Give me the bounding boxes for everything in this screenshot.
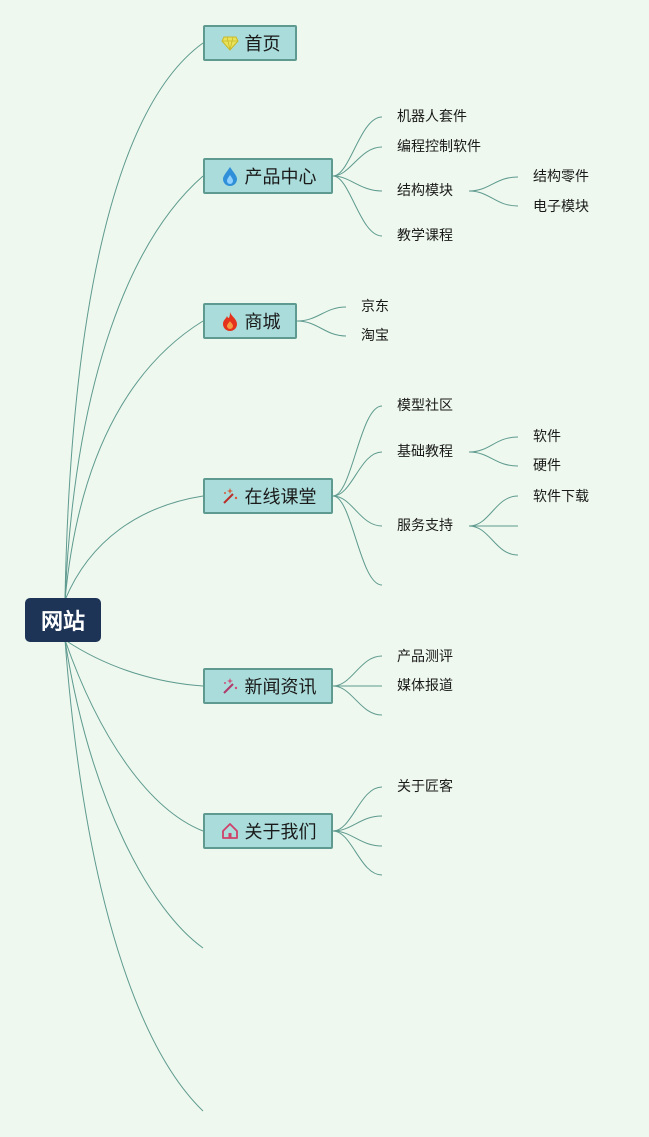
topic-software[interactable]: 软件 [533,429,561,445]
branch-news[interactable]: 新闻资讯 [203,668,333,704]
branch-label: 产品中心 [244,167,317,188]
topic-jd[interactable]: 京东 [361,299,389,315]
home-icon [220,821,240,841]
topic-taobao[interactable]: 淘宝 [361,328,389,344]
topic-service-support[interactable]: 服务支持 [397,518,453,534]
topic-electronic-module[interactable]: 电子模块 [533,199,589,215]
topic-model-community[interactable]: 模型社区 [397,398,453,414]
branch-label: 新闻资讯 [244,677,317,698]
root-node[interactable]: 网站 [25,598,101,642]
topic-product-review[interactable]: 产品测评 [397,649,453,665]
diamond-icon [220,33,240,53]
branch-label: 关于我们 [244,822,317,843]
topic-about-jiangke[interactable]: 关于匠客 [397,779,453,795]
topic-courses[interactable]: 教学课程 [397,228,453,244]
topic-structure-module[interactable]: 结构模块 [397,183,453,199]
topic-hardware[interactable]: 硬件 [533,458,561,474]
branch-home[interactable]: 首页 [203,25,297,61]
fire-icon [220,311,240,331]
branch-label: 首页 [244,34,281,55]
branch-label: 商城 [244,312,281,333]
water-drop-icon [220,166,240,186]
topic-software-download[interactable]: 软件下载 [533,489,589,505]
magic-wand-icon [220,676,240,696]
topic-media-report[interactable]: 媒体报道 [397,678,453,694]
topic-basic-tutorial[interactable]: 基础教程 [397,444,453,460]
branch-classroom[interactable]: 在线课堂 [203,478,333,514]
branch-label: 在线课堂 [244,487,317,508]
topic-robot-kit[interactable]: 机器人套件 [397,109,467,125]
topic-programming-software[interactable]: 编程控制软件 [397,139,481,155]
branch-products[interactable]: 产品中心 [203,158,333,194]
topic-structure-parts[interactable]: 结构零件 [533,169,589,185]
branch-shop[interactable]: 商城 [203,303,297,339]
branch-about[interactable]: 关于我们 [203,813,333,849]
magic-wand-icon [220,486,240,506]
